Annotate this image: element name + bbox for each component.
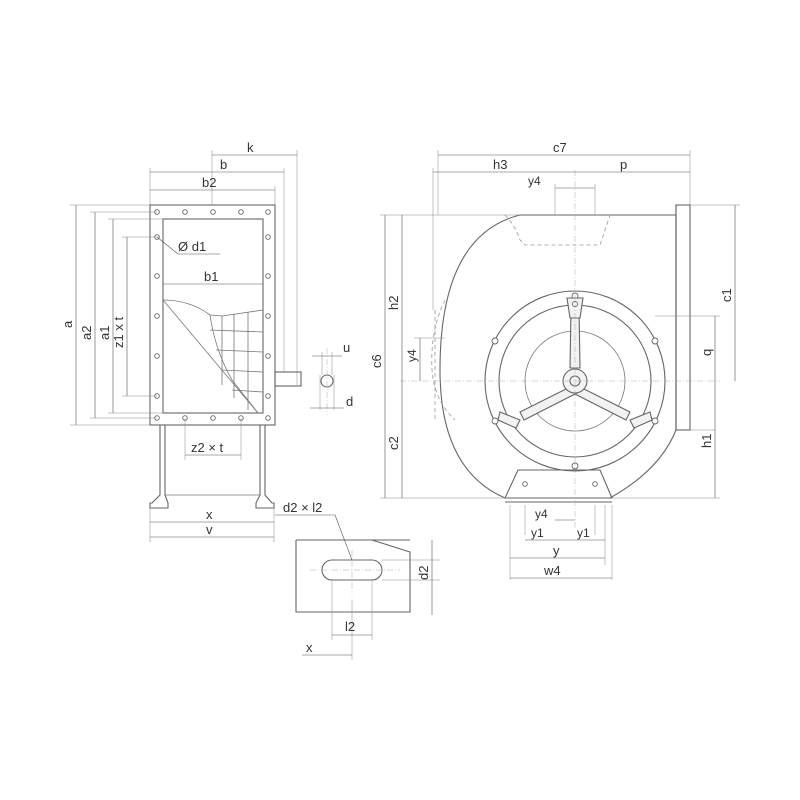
label-y1-left: y1: [531, 526, 544, 540]
label-c7: c7: [553, 140, 567, 155]
label-c6: c6: [369, 354, 384, 368]
label-h1: h1: [699, 434, 714, 448]
label-d2: d2: [416, 566, 431, 580]
shaft-detail: [310, 348, 344, 415]
label-p: p: [620, 157, 627, 172]
base-pedestal: [504, 469, 613, 499]
label-q: q: [699, 349, 714, 356]
label-d: d: [346, 394, 353, 409]
label-c1: c1: [719, 288, 734, 302]
side-view: [380, 150, 740, 580]
label-h2: h2: [386, 296, 401, 310]
label-a: a: [60, 320, 75, 328]
label-u: u: [343, 340, 350, 355]
label-x-front: x: [206, 507, 213, 522]
label-y4-side: y4: [405, 349, 419, 362]
slot-detail: [275, 514, 440, 660]
label-v: v: [206, 522, 213, 537]
label-y4-bottom: y4: [535, 507, 548, 521]
label-b: b: [220, 157, 227, 172]
outlet-opening: [162, 218, 264, 414]
label-k: k: [247, 140, 254, 155]
label-w4: w4: [543, 563, 561, 578]
shaft-stub: [274, 371, 302, 387]
scroll-housing: [439, 214, 677, 499]
label-y: y: [553, 543, 560, 558]
label-h3: h3: [493, 157, 507, 172]
left-foot: [149, 425, 169, 509]
outlet-flange-side: [675, 204, 691, 431]
label-b2: b2: [202, 175, 216, 190]
label-z1t: z1 x t: [111, 317, 126, 348]
right-foot: [255, 425, 275, 509]
label-b1: b1: [204, 269, 218, 284]
label-x-slot: x: [306, 640, 313, 655]
label-z2t: z2 × t: [191, 440, 224, 455]
foot-plate: [295, 539, 411, 613]
label-y4-top: y4: [528, 174, 541, 188]
dimension-labels: k b b2 b1 Ø d1 a a2 a1 z1 x t z2 × t x v…: [60, 140, 734, 655]
label-a1: a1: [97, 326, 112, 340]
label-d2l2: d2 × l2: [283, 500, 322, 515]
label-d1: Ø d1: [178, 239, 206, 254]
label-l2: l2: [345, 619, 355, 634]
label-y1-right: y1: [577, 526, 590, 540]
label-c2: c2: [386, 436, 401, 450]
front-view: [70, 150, 302, 542]
label-a2: a2: [79, 326, 94, 340]
